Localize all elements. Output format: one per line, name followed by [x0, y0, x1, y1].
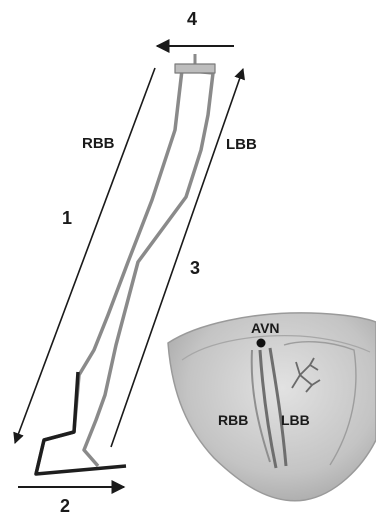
segment-4-label: 4 — [187, 9, 197, 29]
heart-model — [168, 313, 376, 501]
his-bundle-cap — [175, 64, 215, 73]
lbb-label-top: LBB — [226, 136, 257, 153]
right-bundle-branch-trace — [36, 70, 182, 474]
avn-node-dot — [257, 339, 266, 348]
rbb-label-top: RBB — [82, 135, 115, 152]
rbb-label-heart: RBB — [218, 412, 248, 428]
avn-label: AVN — [251, 320, 280, 336]
heart-outline — [168, 313, 376, 501]
arrow-1-down — [15, 68, 155, 443]
segment-2-label: 2 — [60, 496, 70, 513]
lbb-label-heart: LBB — [281, 412, 310, 428]
right-bundle-branch-dark-end — [36, 372, 126, 474]
segment-3-label: 3 — [190, 258, 200, 278]
segment-1-label: 1 — [62, 208, 72, 228]
